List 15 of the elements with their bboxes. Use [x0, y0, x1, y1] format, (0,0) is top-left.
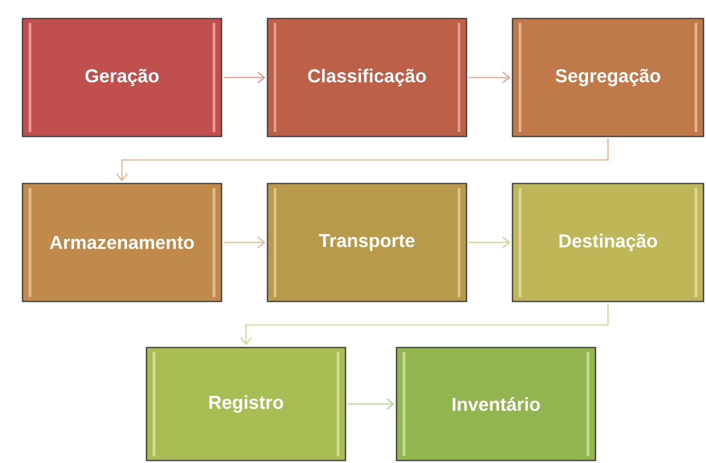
arrow [224, 72, 266, 84]
arrow [224, 236, 266, 248]
process-box: Armazenamento [22, 182, 222, 302]
process-box: Geração [22, 18, 222, 138]
arrow [116, 138, 609, 182]
process-box: Destinação [512, 182, 704, 302]
arrow [468, 236, 510, 248]
arrow [240, 304, 609, 346]
process-box: Segregação [512, 18, 704, 138]
arrow [348, 398, 394, 410]
process-box: Transporte [266, 182, 468, 302]
arrow [468, 72, 510, 84]
process-box: Registro [146, 346, 346, 462]
process-box: Inventário [396, 346, 596, 462]
process-box: Classificação [266, 18, 468, 138]
